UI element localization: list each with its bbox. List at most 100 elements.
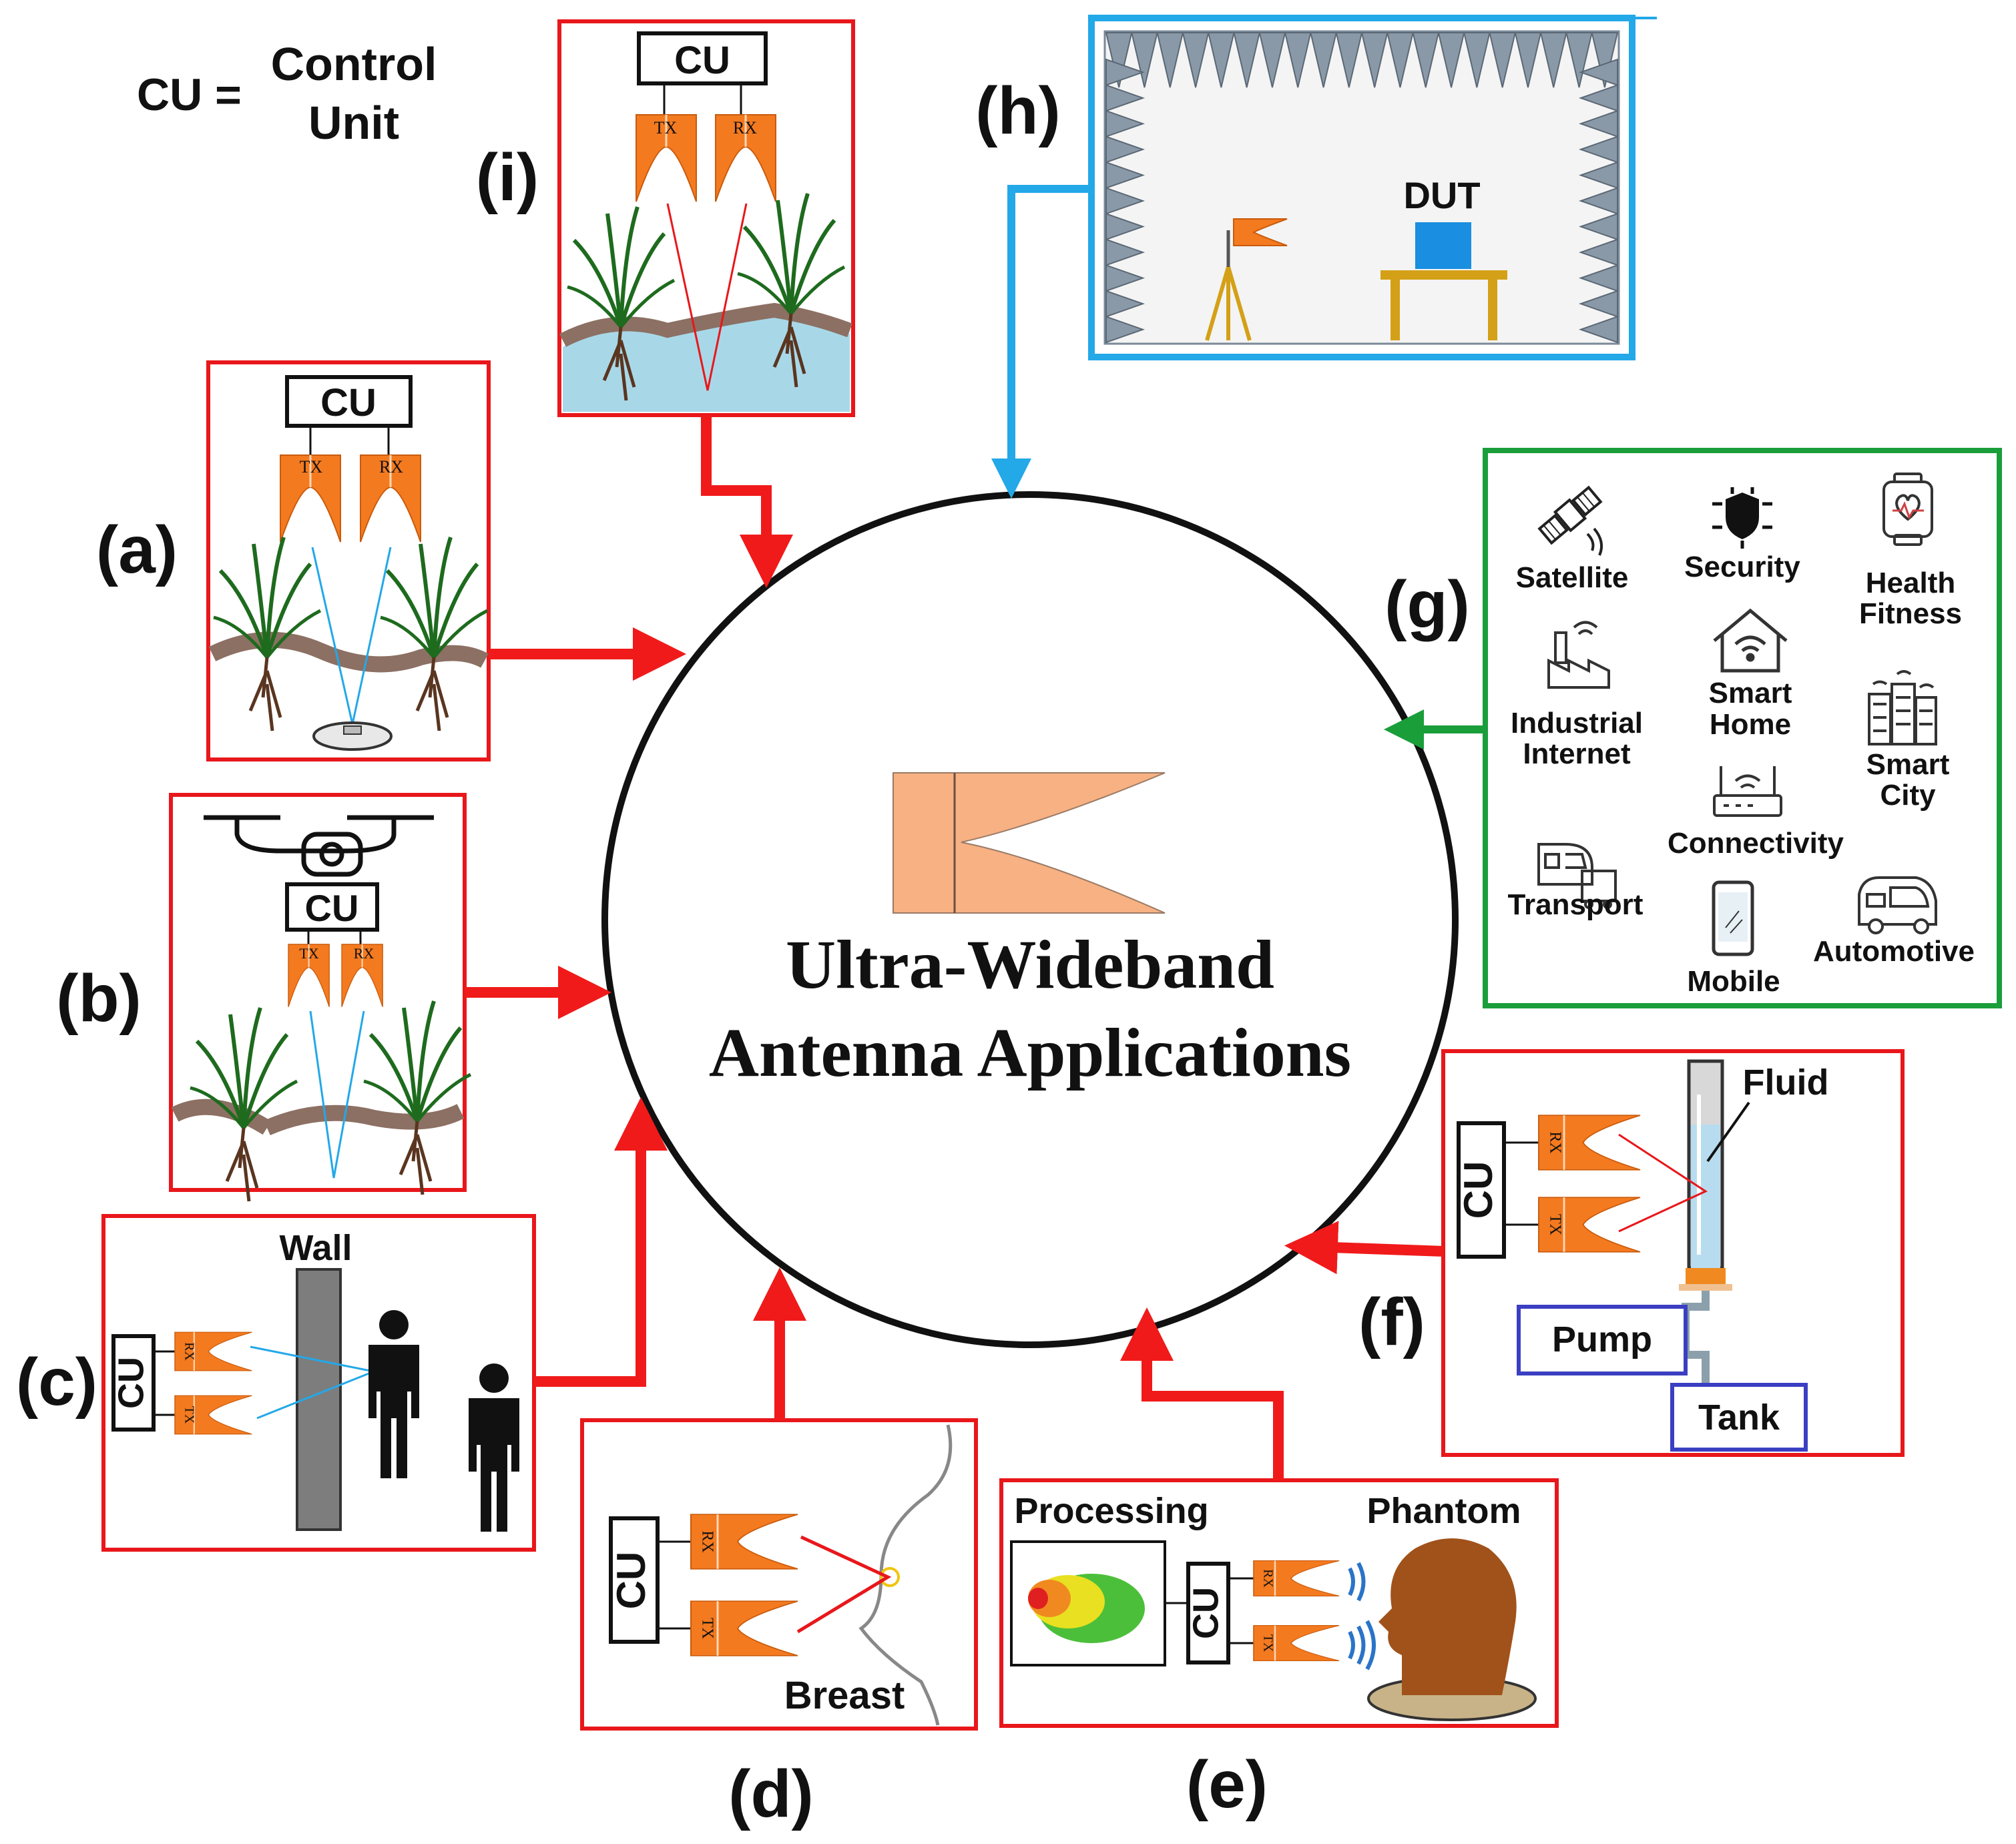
app-health-label1: Health [1866,567,1955,599]
app-satellite-label: Satellite [1516,561,1629,594]
absorber-spike-right [1578,135,1618,164]
app-smart-home: Smart Home [1709,608,1792,741]
panel-f-tx-label: TX [1546,1214,1563,1235]
absorber-spike-left [1105,264,1146,292]
panel-c-cu-box [111,1334,156,1432]
panel-i-cu-box [637,31,768,85]
panel-e: Processing Phantom CU RX TX [999,1478,1559,1728]
panel-h-letter: (h) [975,73,1061,148]
smart-city-icon [1868,670,1937,745]
panel-h-tripod-antenna-icon [1205,218,1288,341]
panel-i-cu-label: CU [674,39,730,82]
app-industrial-internet: Industrial Internet [1511,621,1643,770]
panel-e-head-phantom-icon [1367,1538,1537,1721]
absorber-spike-top [1105,32,1133,88]
panel-c-rx-label: RX [182,1342,196,1361]
panel-f-letter: (f) [1358,1285,1425,1359]
panel-a: CU TX RX [206,360,491,761]
center-title-line1: Ultra-Wideband [786,926,1274,1003]
absorber-spike-right [1578,84,1618,112]
panel-h-arrow [991,185,1091,499]
app-security-label: Security [1684,551,1800,583]
absorber-spike-left [1105,212,1146,241]
absorber-spike-top [1156,32,1184,88]
app-mobile-label: Mobile [1687,965,1780,998]
panel-e-head-heatmap-icon [1028,1574,1145,1643]
panel-b-cu-label: CU [305,887,359,929]
panel-a-tx-label: TX [300,457,323,477]
absorber-spike-left [1105,109,1146,138]
panel-d-signal-path [796,1535,892,1634]
panel-b-letter: (b) [56,961,142,1036]
absorber-spike-left [1105,316,1146,344]
panel-c-letter: (c) [16,1345,97,1420]
panel-e-tx-label: TX [1260,1634,1275,1652]
app-industrial-label1: Industrial [1511,707,1643,739]
panel-c: Wall CU RX TX [101,1214,536,1552]
panel-d-rx-label: RX [698,1530,716,1552]
legend-abbr: CU = [137,69,242,120]
absorber-spike-top [1258,32,1286,88]
absorber-spike-top [1539,32,1567,88]
absorber-spike-top [1182,32,1210,88]
absorber-spike-right [1578,264,1618,292]
absorber-spike-top [1591,32,1619,88]
absorber-spike-right [1578,238,1618,266]
panel-i-signal-path [666,203,748,391]
app-mobile: Mobile [1687,880,1780,998]
panel-f-tank-label: Tank [1698,1398,1780,1438]
panel-d-tumor-icon [880,1567,900,1587]
app-security: Security [1684,487,1800,583]
panel-f-arrow [1284,1221,1444,1275]
panel-d: CU RX TX Breast [580,1418,978,1731]
panel-c-tx-label: TX [182,1406,196,1424]
panel-d-cu-box [609,1516,660,1644]
absorber-spike-top [1437,32,1465,88]
panel-c-arrow [534,1097,668,1387]
absorber-spike-top [1514,32,1542,88]
panel-f-signal-path [1618,1133,1708,1233]
panel-e-cu-box [1186,1562,1230,1664]
panel-i-arrow [701,415,793,588]
panel-d-breast-label: Breast [784,1674,905,1717]
panel-f-tank-box [1670,1383,1808,1452]
panel-b-rx-label: RX [354,945,374,962]
absorber-spike-right [1578,109,1618,138]
panel-d-tx-label: TX [698,1618,716,1639]
panel-f-rx-label: RX [1546,1131,1563,1153]
center-hub: Ultra-Wideband Antenna Applications [601,491,1459,1348]
panel-a-cu-box [285,375,413,428]
panel-b-signal-path [309,1010,365,1179]
panel-d-breast-outline [858,1424,953,1726]
app-transport-label: Transport [1508,888,1644,921]
panel-e-wave-icon [1348,1562,1376,1670]
panel-e-arrow [1120,1307,1284,1480]
app-transport: Transport [1508,843,1644,921]
app-smarthome-label1: Smart [1709,677,1792,709]
absorber-spike-left [1105,58,1146,86]
panel-f-pump-label: Pump [1552,1319,1652,1359]
smart-home-icon [1713,608,1788,673]
panel-e-rx-label: RX [1260,1569,1275,1588]
app-connectivity: Connectivity [1668,766,1844,860]
center-title-line2: Antenna Applications [709,1014,1351,1091]
panel-b-frame [169,793,467,1192]
absorber-spike-top [1207,32,1235,88]
app-smarthome-label2: Home [1710,708,1791,741]
absorber-spike-right [1578,161,1618,190]
absorber-spike-top [1489,32,1517,88]
smartwatch-icon [1882,473,1933,546]
panel-a-cu-label: CU [320,381,376,424]
panel-h-absorbers [1105,32,1619,344]
panel-e-phantom-label: Phantom [1366,1491,1521,1531]
legend-line2: Unit [308,97,399,149]
app-automotive-label: Automotive [1813,935,1975,968]
satellite-icon [1537,485,1603,545]
app-smart-city: Smart City [1866,670,1950,812]
absorber-spike-left [1105,135,1146,164]
panel-i-rx-label: RX [733,118,757,137]
security-shield-icon [1712,487,1772,549]
legend-cu: CU = Control Unit [137,38,437,149]
center-circle [601,491,1459,1348]
